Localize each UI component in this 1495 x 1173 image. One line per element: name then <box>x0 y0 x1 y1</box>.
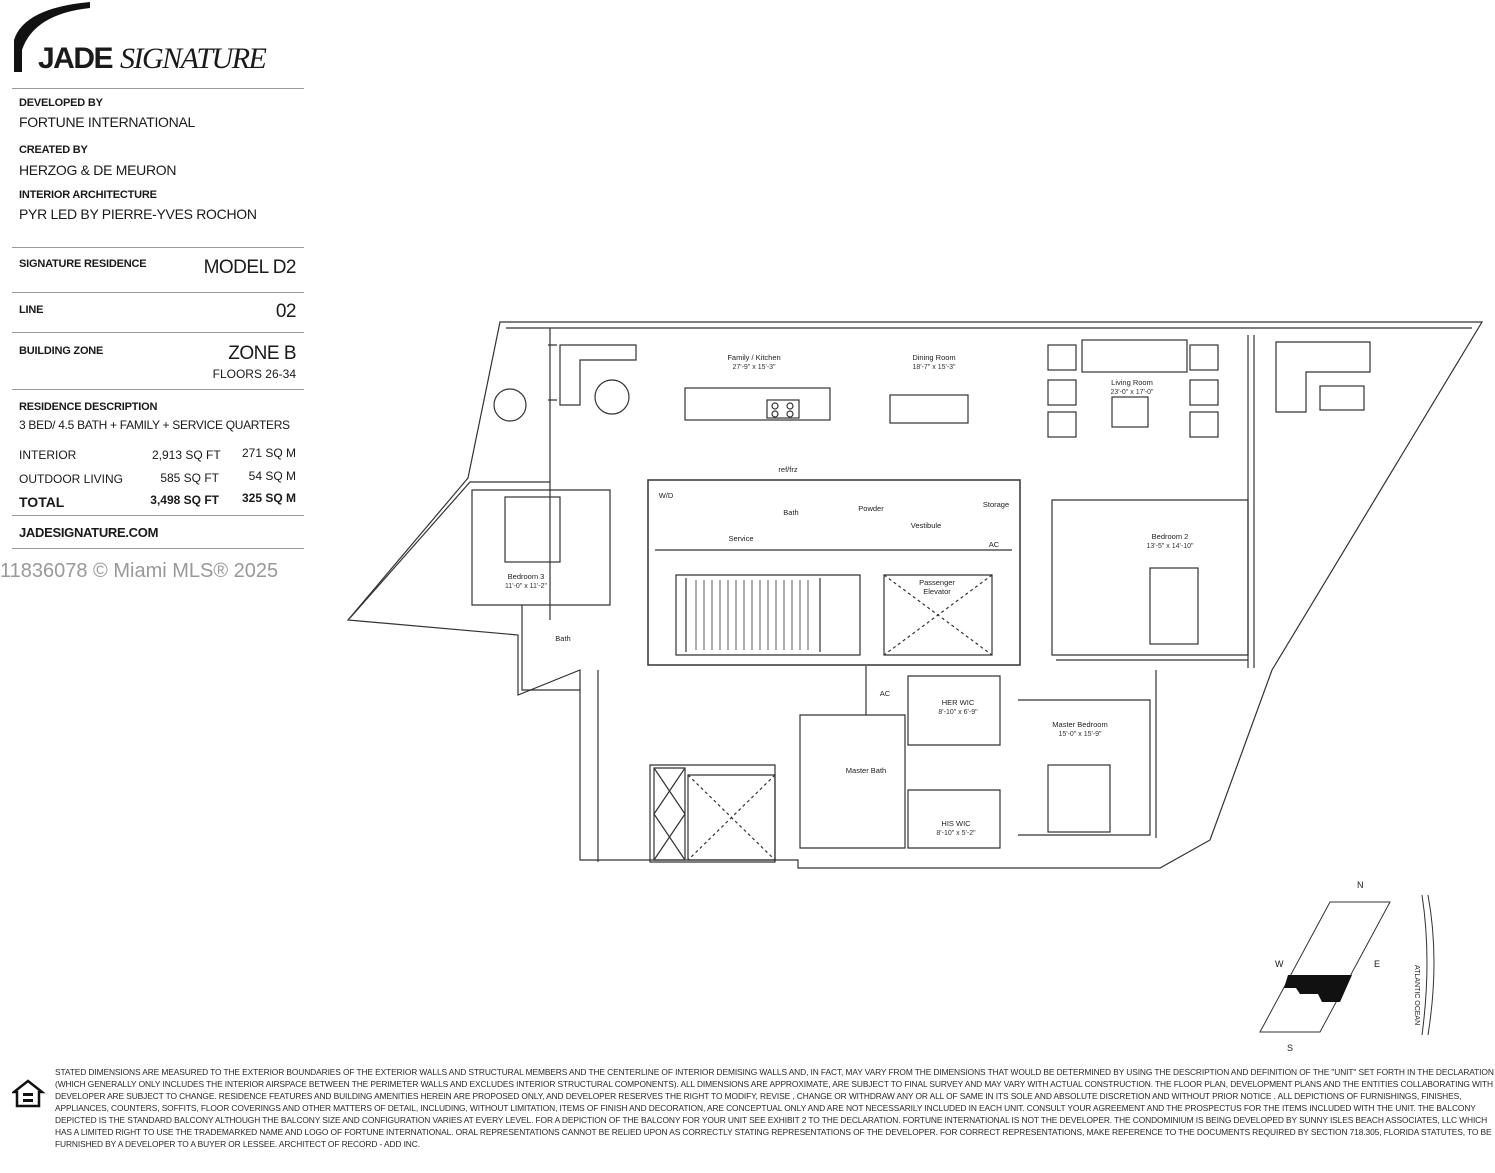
room-master-bedroom: Master Bedroom <box>1052 720 1107 729</box>
room-wd: W/D <box>659 491 674 500</box>
room-storage: Storage <box>983 500 1009 509</box>
interior-architecture-value: PYR LED BY PIERRE-YVES ROCHON <box>19 206 257 222</box>
mls-watermark: 11836078 © Miami MLS® 2025 <box>0 560 279 582</box>
area-label-total: TOTAL <box>19 494 65 510</box>
logo-arc-icon <box>14 2 90 72</box>
divider <box>12 88 304 89</box>
compass-north: N <box>1357 880 1364 890</box>
divider <box>12 548 304 549</box>
room-his-wic: HIS WIC <box>941 819 971 828</box>
room-bedroom-2: Bedroom 2 <box>1152 532 1189 541</box>
area-sqft-total: 3,498 SQ FT <box>150 493 219 507</box>
room-service: Service <box>728 534 753 543</box>
room-ac-2: AC <box>880 689 891 698</box>
zone-value: ZONE B <box>228 343 296 364</box>
floors-value: FLOORS 26-34 <box>212 367 296 381</box>
room-bath: Bath <box>783 508 798 517</box>
svg-text:23'-0" x 17'-0": 23'-0" x 17'-0" <box>1110 389 1154 396</box>
room-dining: Dining Room <box>912 353 955 362</box>
compass-building-marker <box>1284 975 1352 1002</box>
room-master-bath: Master Bath <box>846 766 886 775</box>
divider <box>12 292 304 293</box>
developed-by-value: FORTUNE INTERNATIONAL <box>19 114 195 130</box>
room-bath-2: Bath <box>555 634 570 643</box>
info-sidebar: JADE SIGNATURE DEVELOPED BY FORTUNE INTE… <box>0 0 310 600</box>
room-elevator: Elevator <box>923 587 951 596</box>
description-value: 3 BED/ 4.5 BATH + FAMILY + SERVICE QUART… <box>19 418 290 432</box>
floor-plan: Family / Kitchen 27'-9" x 15'-3" Dining … <box>346 321 1484 1036</box>
divider <box>12 389 304 390</box>
area-sqft: 2,913 SQ FT <box>152 448 221 462</box>
svg-text:13'-5" x 14'-10": 13'-5" x 14'-10" <box>1147 543 1194 550</box>
area-sqm: 271 SQ M <box>241 446 296 460</box>
divider <box>12 332 304 333</box>
compass-south: S <box>1287 1043 1294 1053</box>
model-value: MODEL D2 <box>203 257 297 278</box>
divider <box>12 247 304 248</box>
compass-west: W <box>1275 959 1284 969</box>
ocean-label: ATLANTIC OCEAN <box>1413 965 1420 1026</box>
svg-text:8'-10" x 5'-2": 8'-10" x 5'-2" <box>936 830 976 837</box>
room-her-wic: HER WIC <box>942 698 975 707</box>
room-bedroom-3: Bedroom 3 <box>508 572 545 581</box>
room-passenger: Passenger <box>919 578 955 587</box>
zone-label: BUILDING ZONE <box>19 345 104 357</box>
line-value: 02 <box>275 301 297 322</box>
compass-east: E <box>1374 959 1381 969</box>
logo-jade: JADE <box>38 42 114 75</box>
created-by-label: CREATED BY <box>19 144 88 156</box>
room-ac: AC <box>989 540 1000 549</box>
equal-housing-icon <box>12 1079 46 1108</box>
website-link[interactable]: JADESIGNATURE.COM <box>19 525 159 540</box>
area-label: OUTDOOR LIVING <box>19 472 124 486</box>
created-by-value: HERZOG & DE MEURON <box>19 162 177 178</box>
svg-text:27'-9" x 15'-3": 27'-9" x 15'-3" <box>732 364 776 371</box>
area-sqft: 585 SQ FT <box>160 471 219 485</box>
developed-by-label: DEVELOPED BY <box>19 97 103 109</box>
logo-signature: SIGNATURE <box>120 42 267 75</box>
room-family-kitchen: Family / Kitchen <box>727 353 780 362</box>
area-sqm: 54 SQ M <box>248 469 296 483</box>
svg-text:15'-0" x 15'-9": 15'-0" x 15'-9" <box>1058 731 1102 738</box>
area-label: INTERIOR <box>19 448 77 462</box>
svg-text:18'-7" x 15'-3": 18'-7" x 15'-3" <box>912 364 956 371</box>
room-vestibule: Vestibule <box>911 521 941 530</box>
disclaimer-text: Stated dimensions are measured to the ex… <box>55 1067 1494 1149</box>
divider <box>12 515 304 516</box>
interior-architecture-label: INTERIOR ARCHITECTURE <box>19 189 157 201</box>
area-sqm-total: 325 SQ M <box>241 491 296 505</box>
room-powder: Powder <box>858 504 884 513</box>
room-living: Living Room <box>1111 378 1153 387</box>
description-label: RESIDENCE DESCRIPTION <box>19 401 158 413</box>
residence-label: SIGNATURE RESIDENCE <box>19 258 147 270</box>
svg-text:8'-10" x 6'-9": 8'-10" x 6'-9" <box>938 709 978 716</box>
unit-outline <box>346 321 1484 869</box>
room-ref: ref/frz <box>778 465 797 474</box>
svg-text:11'-0" x 11'-2": 11'-0" x 11'-2" <box>505 583 548 590</box>
line-label: LINE <box>19 304 44 316</box>
